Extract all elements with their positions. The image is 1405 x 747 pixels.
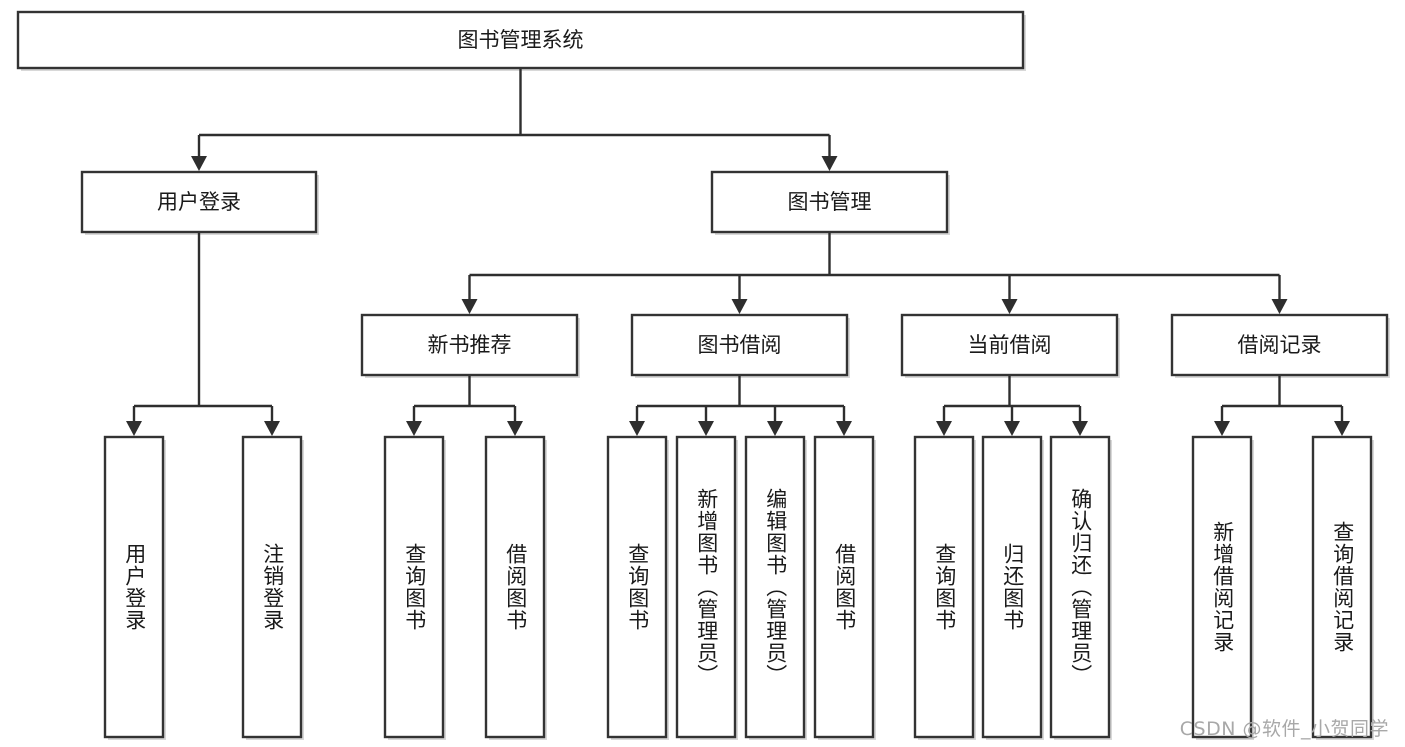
node-leaf-confirm-return[interactable] bbox=[1049, 435, 1111, 739]
arrow-head-icon-current-borrow bbox=[1001, 299, 1018, 314]
node-label-borrow-record: 借阅记录 bbox=[1238, 333, 1322, 357]
node-root[interactable] bbox=[16, 10, 1025, 70]
node-label-current-borrow: 当前借阅 bbox=[968, 333, 1052, 357]
node-leaf-borrow-book-rec[interactable] bbox=[484, 435, 546, 739]
node-label-user-login: 用户登录 bbox=[157, 190, 241, 214]
node-label-book-manage: 图书管理 bbox=[788, 190, 872, 214]
arrow-head-icon-leaf-query-book-cb bbox=[936, 421, 952, 436]
arrow-head-icon-leaf-borrow-book-bb bbox=[836, 421, 852, 436]
node-leaf-edit-book[interactable] bbox=[744, 435, 806, 739]
node-label-new-book-rec: 新书推荐 bbox=[428, 333, 512, 357]
node-leaf-query-record[interactable] bbox=[1311, 435, 1373, 739]
arrow-head-icon-leaf-add-book bbox=[698, 421, 714, 436]
arrow-head-icon-leaf-user-logout bbox=[264, 421, 280, 436]
node-leaf-borrow-book-bb[interactable] bbox=[813, 435, 875, 739]
watermark-text: CSDN @软件_小贺同学 bbox=[1179, 718, 1389, 740]
node-label-book-borrow: 图书借阅 bbox=[698, 333, 782, 357]
arrow-head-icon-leaf-query-book-rec bbox=[406, 421, 422, 436]
node-leaf-add-record[interactable] bbox=[1191, 435, 1253, 739]
arrow-head-icon-borrow-record bbox=[1271, 299, 1288, 314]
arrow-head-icon-new-book-rec bbox=[461, 299, 478, 314]
node-leaf-user-login[interactable] bbox=[103, 435, 165, 739]
node-book-manage[interactable] bbox=[710, 170, 949, 234]
connector-layer bbox=[126, 68, 1350, 436]
node-leaf-query-book-cb[interactable] bbox=[913, 435, 975, 739]
arrow-head-icon-leaf-edit-book bbox=[767, 421, 783, 436]
arrow-head-icon-leaf-return-book bbox=[1004, 421, 1020, 436]
box-layer bbox=[16, 10, 1389, 739]
node-leaf-return-book[interactable] bbox=[981, 435, 1043, 739]
arrow-head-icon-book-borrow bbox=[731, 299, 748, 314]
arrow-head-icon-leaf-add-record bbox=[1214, 421, 1230, 436]
node-borrow-record[interactable] bbox=[1170, 313, 1389, 377]
arrow-head-icon-leaf-user-login bbox=[126, 421, 142, 436]
node-leaf-add-book[interactable] bbox=[675, 435, 737, 739]
node-leaf-user-logout[interactable] bbox=[241, 435, 303, 739]
node-book-borrow[interactable] bbox=[630, 313, 849, 377]
node-leaf-query-book-bb[interactable] bbox=[606, 435, 668, 739]
arrow-head-icon-leaf-query-book-bb bbox=[629, 421, 645, 436]
node-label-root: 图书管理系统 bbox=[458, 28, 584, 52]
arrow-head-icon-book-manage bbox=[821, 156, 838, 171]
arrow-head-icon-user-login bbox=[191, 156, 207, 171]
node-current-borrow[interactable] bbox=[900, 313, 1119, 377]
node-leaf-query-book-rec[interactable] bbox=[383, 435, 445, 739]
arrow-head-icon-leaf-borrow-book-rec bbox=[507, 421, 523, 436]
node-user-login[interactable] bbox=[80, 170, 318, 234]
node-new-book-rec[interactable] bbox=[360, 313, 579, 377]
arrow-head-icon-leaf-confirm-return bbox=[1072, 421, 1088, 436]
arrow-head-icon-leaf-query-record bbox=[1334, 421, 1350, 436]
